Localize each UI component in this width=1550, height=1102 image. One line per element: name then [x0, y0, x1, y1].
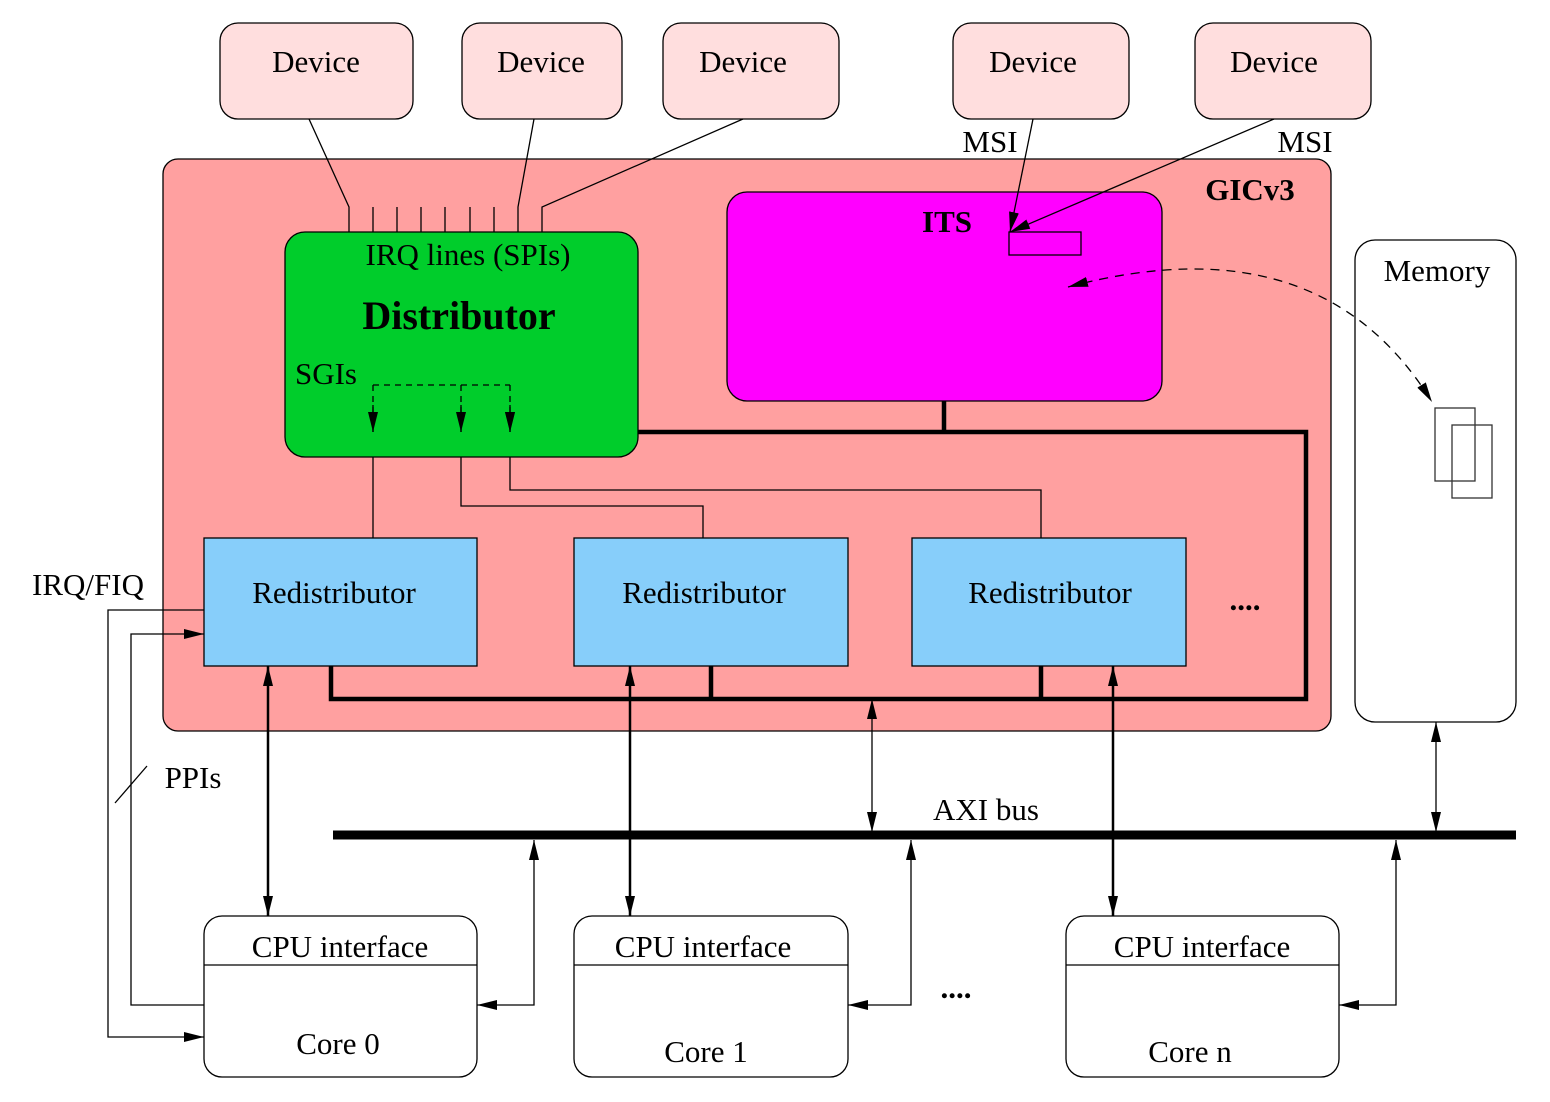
cpu-interface-label: CPU interface [252, 929, 428, 964]
irq-fiq-label: IRQ/FIQ [32, 567, 144, 602]
redistributor-cpu-links [263, 666, 1118, 916]
msi-arrow [1009, 118, 1275, 233]
core-0: CPU interface Core 0 [203, 915, 478, 1078]
redistributor-1: Redistributor [573, 537, 849, 667]
redistributor-ellipsis: .... [1230, 582, 1261, 617]
core-n: CPU interface Core n [1065, 915, 1340, 1078]
cpu-interface-label: CPU interface [1114, 929, 1290, 964]
its-register [1008, 231, 1082, 256]
device-5: Device [1194, 22, 1372, 120]
device-label: Device [497, 44, 585, 79]
gic-title: GICv3 [1205, 172, 1295, 207]
irq-lines-label: IRQ lines (SPIs) [366, 237, 571, 272]
device-1: Device [219, 22, 414, 120]
irq-lines [308, 118, 744, 232]
internal-bus [328, 401, 1309, 702]
cpu-interface-label: CPU interface [615, 929, 791, 964]
ppis-line [130, 629, 204, 1006]
redistributor-label: Redistributor [622, 575, 786, 610]
memory: Memory [1354, 239, 1517, 723]
memory-table [1434, 407, 1476, 482]
redistributor-0: Redistributor [203, 537, 478, 667]
redistributor-label: Redistributor [252, 575, 416, 610]
distributor-redistributor-lines [372, 457, 1042, 538]
device-label: Device [272, 44, 360, 79]
core-bus-link [848, 840, 916, 1010]
cores-ellipsis: .... [941, 970, 972, 1005]
sgis-label: SGIs [295, 356, 357, 391]
its-memory-dashed-arrow [1067, 268, 1433, 403]
core-1: CPU interface Core 1 [573, 915, 849, 1078]
core-label: Core 0 [296, 1026, 380, 1061]
device-label: Device [1230, 44, 1318, 79]
ppis-slash [114, 765, 148, 804]
msi-label: MSI [962, 124, 1017, 159]
core-bus-link [1339, 840, 1401, 1010]
its-title: ITS [922, 204, 972, 239]
ppis-label: PPIs [165, 760, 222, 795]
redistributor-2: Redistributor [911, 537, 1187, 667]
memory-title: Memory [1384, 253, 1491, 288]
device-4: Device [952, 22, 1130, 120]
memory-table [1451, 424, 1493, 499]
distributor: IRQ lines (SPIs) Distributor SGIs [284, 231, 639, 458]
its: ITS [726, 191, 1163, 402]
core-label: Core 1 [664, 1034, 748, 1069]
device-label: Device [989, 44, 1077, 79]
device-label: Device [699, 44, 787, 79]
device-2: Device [461, 22, 623, 120]
msi-label: MSI [1277, 124, 1332, 159]
device-3: Device [662, 22, 840, 120]
distributor-title: Distributor [362, 293, 555, 338]
msi-arrow [1009, 118, 1034, 233]
redistributor-label: Redistributor [968, 575, 1132, 610]
irq-fiq-line [107, 609, 204, 1042]
axi-bus-label: AXI bus [933, 792, 1039, 827]
core-bus-link [477, 840, 539, 1010]
core-label: Core n [1148, 1034, 1232, 1069]
